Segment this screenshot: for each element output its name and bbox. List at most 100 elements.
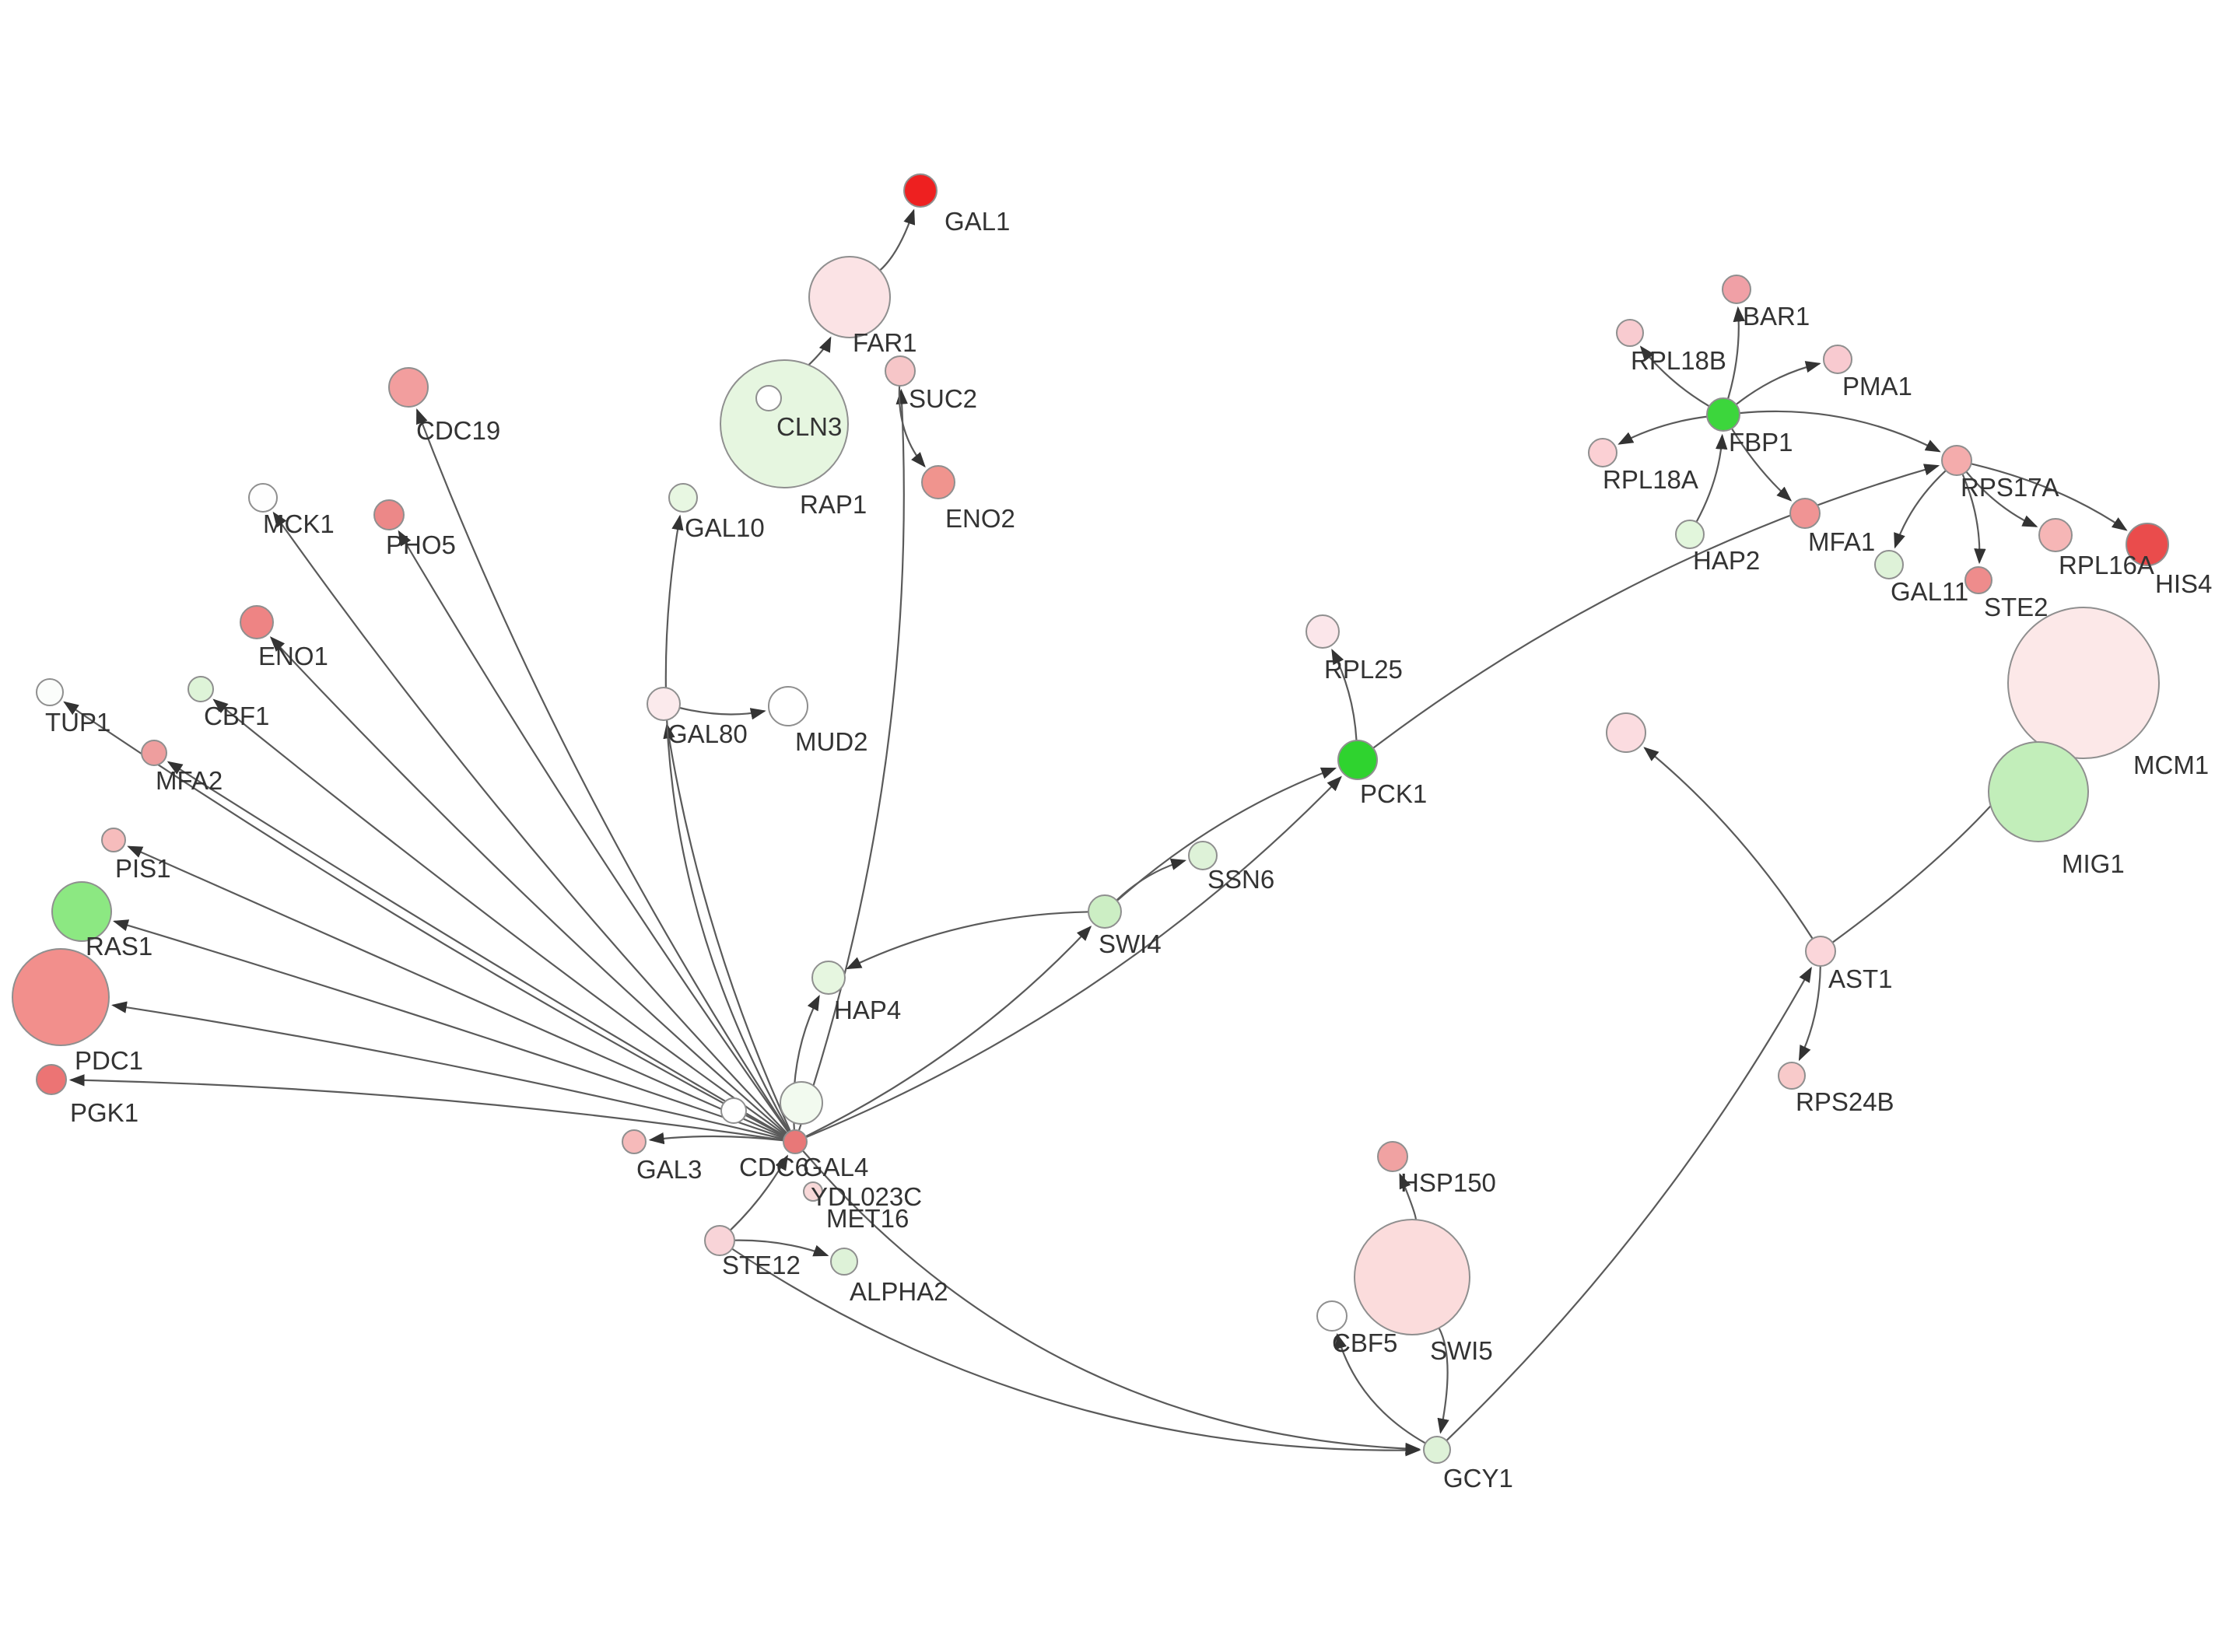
node-SWI5[interactable]	[1354, 1219, 1470, 1335]
node-CBF1[interactable]	[188, 676, 214, 702]
label-ENO2: ENO2	[945, 504, 1015, 533]
node-STE2[interactable]	[1964, 566, 1992, 594]
edge-AST1-RPS24B	[1798, 965, 1821, 1062]
node-GAL10[interactable]	[668, 483, 698, 513]
node-MIG1[interactable]	[1988, 741, 2089, 842]
label-GAL80: GAL80	[668, 719, 748, 748]
edge-FBP1-MFA1	[1730, 428, 1793, 502]
label-PGK1: PGK1	[70, 1098, 138, 1127]
node-ENO2[interactable]	[921, 465, 955, 499]
label-GAL10: GAL10	[685, 513, 765, 542]
node-layer	[12, 173, 2169, 1464]
node-ALPHA2[interactable]	[830, 1248, 858, 1276]
node-GAL11[interactable]	[1874, 550, 1904, 579]
edge-SWI4-HAP4	[846, 911, 1089, 970]
edge-GCY1-CBF5	[1335, 1332, 1426, 1444]
node-ENO1[interactable]	[240, 605, 274, 639]
node-PCK1[interactable]	[1337, 740, 1378, 780]
node-GCY1[interactable]	[1423, 1436, 1451, 1464]
node-MFA1[interactable]	[1789, 498, 1821, 529]
edge-FBP1-BAR1	[1726, 306, 1745, 400]
node-SSN6[interactable]	[1188, 841, 1218, 870]
label-RPS24B: RPS24B	[1796, 1087, 1894, 1116]
edge-STE12-ALPHA2	[734, 1239, 829, 1257]
node-MET16[interactable]	[803, 1181, 823, 1202]
node-GAL4[interactable]	[783, 1129, 808, 1154]
node-MUD2[interactable]	[768, 686, 808, 726]
label-MFA1: MFA1	[1808, 527, 1875, 556]
node-HSP150[interactable]	[1377, 1141, 1408, 1172]
node-PMA1[interactable]	[1823, 345, 1852, 374]
node-AST1[interactable]	[1805, 936, 1836, 967]
node-GAL80[interactable]	[647, 687, 681, 721]
node-HIS4[interactable]	[2126, 523, 2169, 566]
node-SWI4[interactable]	[1088, 894, 1122, 929]
edge-RPS17A-STE2	[1961, 474, 1986, 565]
label-CBF5: CBF5	[1332, 1328, 1397, 1357]
node-YDL023C[interactable]	[780, 1081, 823, 1125]
edge-RPS17A-RPL16A	[1965, 471, 2038, 527]
node-MFA2[interactable]	[141, 740, 167, 766]
label-AST1: AST1	[1828, 964, 1893, 993]
edge-GAL4-MFA2	[166, 761, 786, 1137]
edge-GAL4-PDC1	[111, 1001, 784, 1140]
node-TUP1[interactable]	[36, 678, 64, 706]
edge-layer	[63, 208, 2128, 1457]
label-MUD2: MUD2	[795, 727, 868, 756]
node-RPL16A[interactable]	[2038, 518, 2073, 552]
edge-GAL4-PHO5	[398, 530, 790, 1133]
node-CDC6[interactable]	[720, 1097, 747, 1124]
label-RAP1: RAP1	[800, 490, 867, 519]
node-CDC19[interactable]	[388, 367, 429, 408]
node-FAR1[interactable]	[808, 256, 891, 338]
node-CLN3[interactable]	[755, 385, 782, 411]
label-PCK1: PCK1	[1360, 779, 1427, 808]
label-GAL11: GAL11	[1891, 577, 1968, 606]
node-RPS17A[interactable]	[1941, 445, 1972, 476]
edge-FBP1-PMA1	[1735, 361, 1821, 405]
node-RPL18A[interactable]	[1588, 438, 1617, 467]
node-HAP4[interactable]	[811, 961, 846, 995]
label-YDL023C: YDL023C	[811, 1182, 922, 1211]
edge-PCK1-RPL25	[1331, 649, 1358, 741]
node-RAP1[interactable]	[720, 359, 849, 488]
node-SUC2[interactable]	[885, 355, 916, 387]
edge-SWI4-SSN6	[1116, 858, 1187, 901]
edge-FBP1-RPL18A	[1617, 415, 1708, 445]
label-STE2: STE2	[1984, 593, 2049, 621]
node-PGK1[interactable]	[36, 1064, 67, 1095]
label-PDC1: PDC1	[75, 1046, 143, 1075]
node-RAS1[interactable]	[51, 881, 112, 942]
node-RPS24B[interactable]	[1778, 1062, 1806, 1090]
node-RPL25[interactable]	[1306, 614, 1340, 649]
node-unlabeled[interactable]	[1606, 712, 1646, 753]
node-PDC1[interactable]	[12, 948, 110, 1046]
label-SUC2: SUC2	[909, 384, 977, 413]
label-MCM1: MCM1	[2133, 751, 2209, 779]
label-RPL18B: RPL18B	[1631, 346, 1726, 375]
node-CBF5[interactable]	[1316, 1300, 1348, 1332]
label-PHO5: PHO5	[386, 530, 456, 559]
edge-GAL4-ENO1	[269, 636, 787, 1136]
node-PHO5[interactable]	[373, 499, 405, 530]
edge-GAL80-MUD2	[679, 706, 766, 720]
node-STE12[interactable]	[704, 1225, 735, 1256]
node-GAL3[interactable]	[622, 1129, 647, 1154]
node-BAR1[interactable]	[1722, 275, 1751, 304]
label-STE12: STE12	[722, 1251, 801, 1279]
edge-SWI5-GCY1	[1437, 1327, 1449, 1434]
label-RPL18A: RPL18A	[1603, 465, 1698, 494]
node-PIS1[interactable]	[101, 828, 126, 852]
node-FBP1[interactable]	[1706, 397, 1740, 432]
edge-FAR1-GAL1	[879, 208, 916, 271]
edge-GAL4-CBF1	[212, 698, 787, 1136]
node-GAL1[interactable]	[903, 173, 938, 208]
edge-GAL4-TUP1	[63, 701, 786, 1137]
node-MCM1[interactable]	[2007, 607, 2160, 759]
label-MIG1: MIG1	[2062, 849, 2125, 878]
node-HAP2[interactable]	[1675, 520, 1705, 549]
node-RPL18B[interactable]	[1616, 319, 1644, 347]
node-MCK1[interactable]	[248, 483, 278, 513]
